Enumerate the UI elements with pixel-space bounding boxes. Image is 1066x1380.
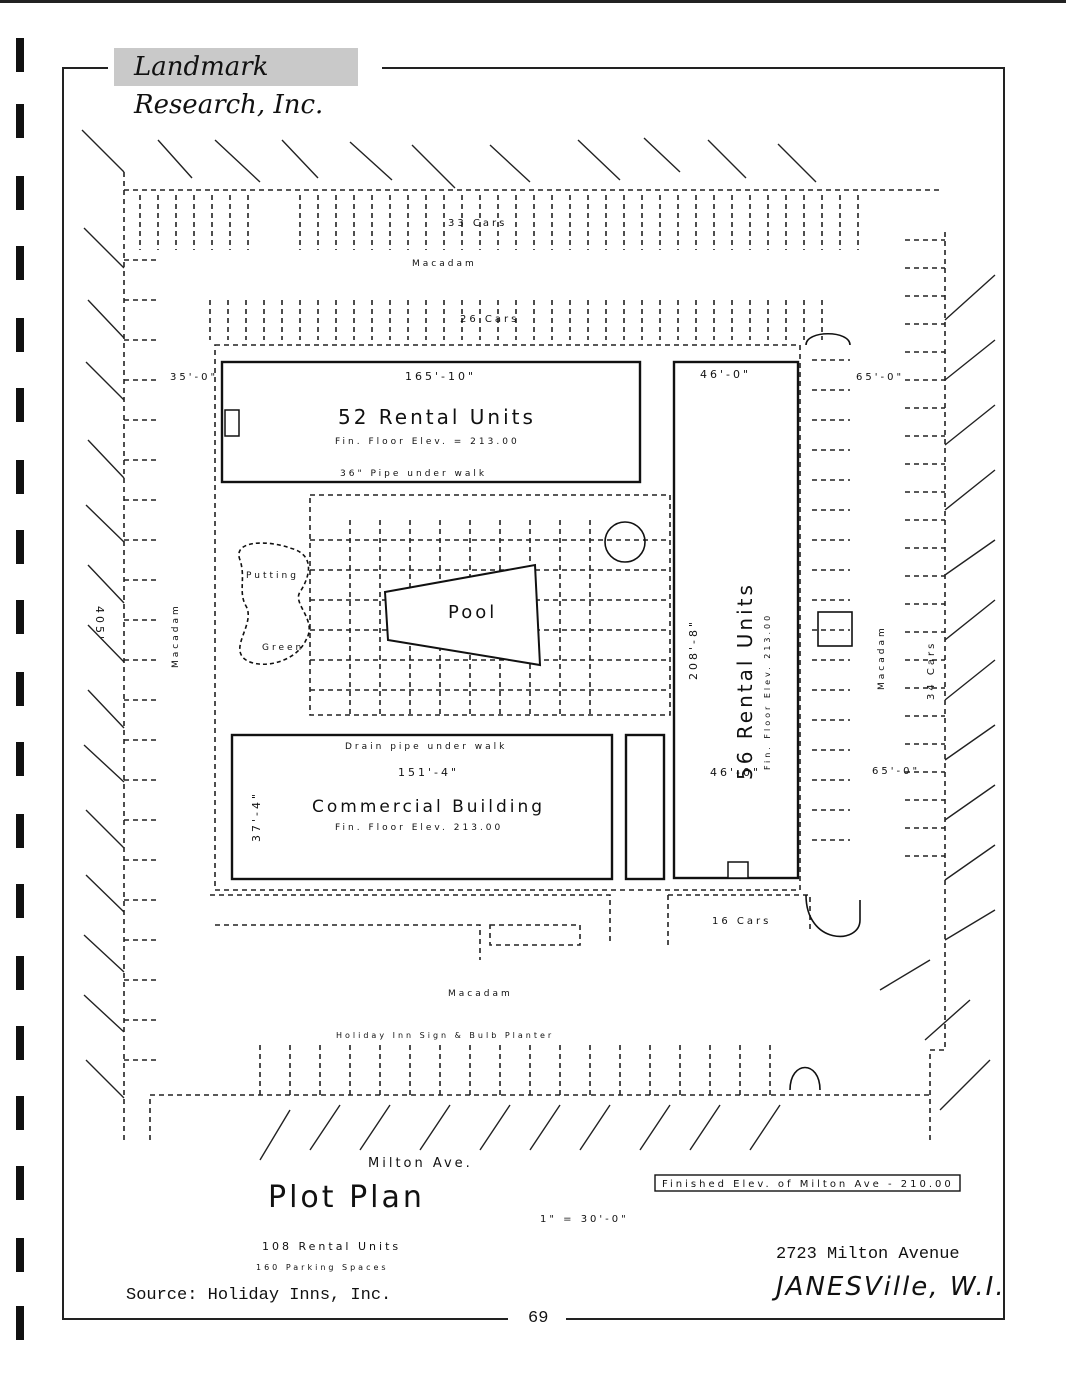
parking-top: 33 Cars (448, 218, 507, 229)
commercial-building (230, 733, 614, 881)
building-a-label: 52 Rental Units (338, 405, 536, 429)
building-a-dim: 165'-10" (405, 370, 476, 383)
commercial-elev: Fin. Floor Elev. 213.00 (335, 823, 503, 833)
green-label: Green (262, 643, 304, 653)
signage-note: Holiday Inn Sign & Bulb Planter (336, 1031, 554, 1040)
commercial-note: Drain pipe under walk (345, 742, 507, 752)
company-header: Landmark Research, Inc. (114, 48, 358, 120)
building-a-elev: Fin. Floor Elev. = 213.00 (335, 437, 520, 447)
building-b-label: 56 Rental Units (733, 582, 757, 780)
setback-right2: 65'-0" (872, 766, 920, 777)
building-b-elev: Fin. Floor Elev. 213.00 (763, 613, 772, 770)
scale-value: 1" = 30'-0" (540, 1214, 629, 1225)
putting-green-outline (238, 542, 310, 665)
building-b-length: 208'-8" (687, 619, 700, 680)
street-elev: Finished Elev. of Milton Ave - 210.00 (662, 1179, 954, 1190)
page-number: 69 (528, 1309, 549, 1328)
putting-label: Putting (246, 571, 299, 581)
macadam-bottom: Macadam (448, 989, 513, 999)
dim-b2: 46'-0" (710, 766, 761, 779)
macadam-right: Macadam (877, 625, 887, 690)
setback-left: 35'-0" (170, 372, 218, 383)
parking-middle: 26 Cars (460, 314, 519, 325)
parking-spaces: 160 Parking Spaces (256, 1263, 389, 1272)
building-52-units (220, 360, 642, 484)
rental-units: 108 Rental Units (262, 1240, 401, 1253)
parking-lower: 16 Cars (712, 916, 771, 927)
plot-plan-title: Plot Plan (268, 1180, 425, 1215)
pool-label: Pool (448, 602, 497, 623)
building-b-dim: 46'-0" (700, 368, 751, 381)
dim-left-total: 405' (93, 606, 106, 642)
annex-building (624, 733, 666, 881)
setback-right: 65'-0" (856, 372, 904, 383)
street-label: Milton Ave. (368, 1156, 473, 1171)
parking-right: 34 Cars (926, 641, 937, 700)
commercial-label: Commercial Building (312, 797, 545, 817)
address-line: 2723 Milton Avenue (776, 1245, 960, 1264)
building-a-note: 36" Pipe under walk (340, 469, 487, 479)
commercial-dim: 151'-4" (398, 766, 459, 779)
macadam-top: Macadam (412, 259, 477, 269)
macadam-left: Macadam (171, 603, 181, 668)
pool-outline (383, 563, 542, 667)
commercial-depth: 37'-4" (250, 791, 263, 842)
city-line: JANESVille, W.I. (776, 1272, 1006, 1302)
source-credit: Source: Holiday Inns, Inc. (126, 1286, 392, 1305)
